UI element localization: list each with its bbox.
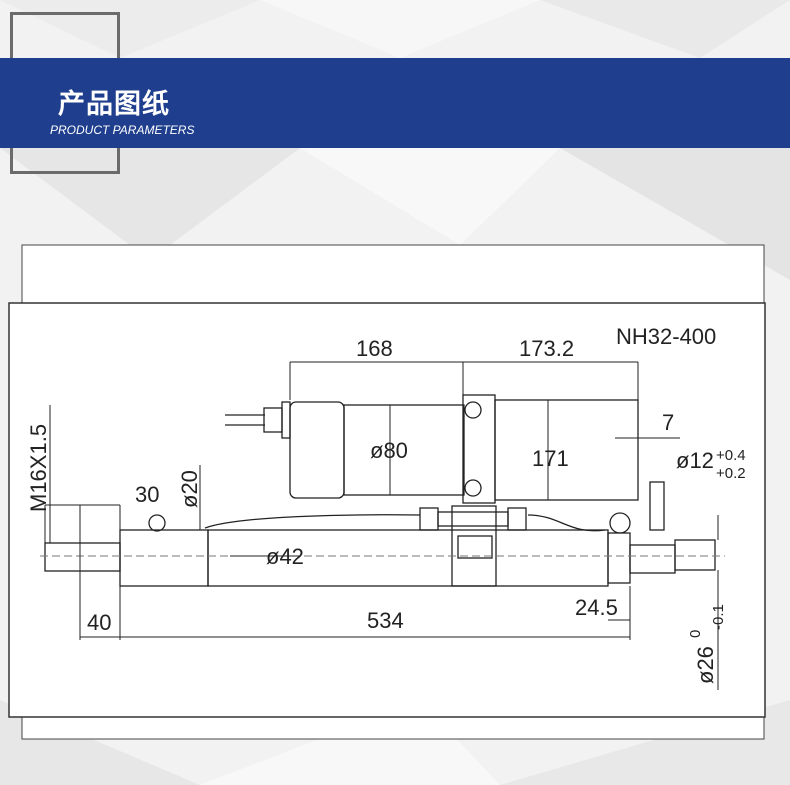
dim-phi80: ø80 [370,438,408,463]
dim-40: 40 [87,610,111,635]
dim-phi12-tol-lower: +0.2 [716,465,746,482]
header-banner [0,58,790,148]
inner-frame [8,302,766,718]
dim-phi26-tol-lower: -0.1 [710,604,727,630]
dim-534: 534 [367,608,404,633]
dim-phi20: ø20 [177,470,202,508]
dim-phi42: ø42 [266,544,304,569]
dim-7: 7 [662,410,674,435]
rear-end [44,542,121,572]
dim-m16: M16X1.5 [26,424,51,512]
dim-30: 30 [135,482,159,507]
bolt-bottom [464,479,482,497]
dim-24-5: 24.5 [575,595,618,620]
page-title: 产品图纸 [58,89,170,120]
dim-168: 168 [356,336,393,361]
dim-phi26: ø26 [693,646,718,684]
bolt-top [464,401,482,419]
dim-phi26-tol-upper: 0 [687,630,704,638]
dim-173-2: 173.2 [519,336,574,361]
dim-phi12-tol-upper: +0.4 [716,447,746,464]
dim-171: 171 [532,446,569,471]
dim-phi12: ø12 [676,448,714,473]
model-label: NH32-400 [616,324,716,349]
page-subtitle: PRODUCT PARAMETERS [50,123,195,137]
rod-end [674,539,716,571]
gearbox [494,399,639,501]
motor-body [343,404,465,496]
